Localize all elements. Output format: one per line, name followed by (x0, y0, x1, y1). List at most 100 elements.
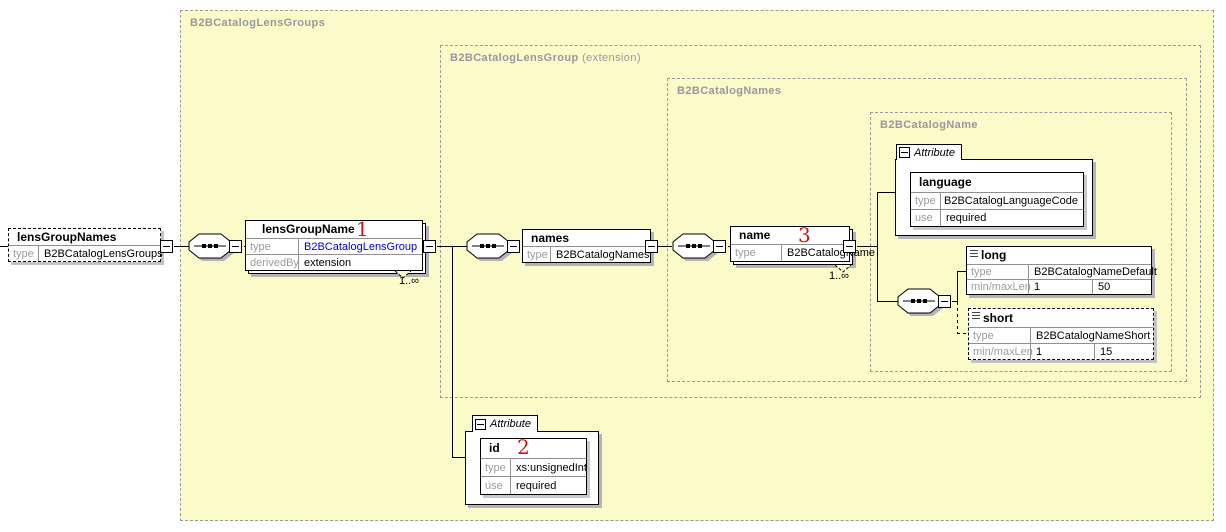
max-length-value: 50 (1098, 281, 1111, 293)
occurrence-chevron-icon (834, 260, 852, 278)
container-b2bcatalogname: B2BCatalogName (870, 112, 1172, 372)
connector-line (174, 246, 190, 247)
element-short[interactable]: short type B2BCatalogNameShort min/maxLe… (968, 308, 1154, 360)
connector-line (877, 301, 898, 302)
property-label: type (969, 328, 1031, 343)
property-row: type B2BCatalogLensGroup (246, 238, 422, 254)
property-row: type B2BCatalogName (731, 244, 875, 261)
property-label: type (967, 265, 1029, 279)
sequence-icon[interactable] (188, 233, 235, 268)
container-b2bcataloglensgroup: B2BCatalogLensGroup (extension) (440, 45, 1201, 398)
attribute-section-tab[interactable]: Attribute (472, 415, 538, 432)
property-label: use (911, 210, 941, 226)
element-name[interactable]: name type B2BCatalogName (730, 226, 875, 262)
connector-line (728, 246, 731, 247)
collapse-minus-icon[interactable] (475, 418, 486, 430)
connector-line (857, 246, 878, 247)
connector-line (952, 301, 958, 302)
connector-line (452, 457, 467, 458)
attribute-tab-label: Attribute (914, 146, 955, 159)
property-value: B2BCatalogLensGroups (44, 248, 163, 260)
property-label: min/maxLen (969, 344, 1033, 359)
element-title: lensGroupNames (17, 230, 117, 244)
occurrence-chevron-icon (394, 266, 412, 284)
annotation-number-1: 1 (356, 217, 369, 241)
connector-line (877, 192, 878, 302)
min-length-value: 1 (1031, 344, 1095, 359)
connector-line (0, 246, 8, 247)
connector-line-optional (957, 302, 958, 333)
property-value: B2BCatalogName (787, 247, 876, 259)
property-row: type B2BCatalogNames (523, 246, 650, 262)
property-label: type (481, 459, 511, 476)
property-row: type B2BCatalogLensGroups (9, 245, 163, 261)
collapse-minus-icon[interactable] (507, 240, 520, 253)
property-label: type (731, 245, 782, 261)
container-b2bcatalognames: B2BCatalogNames (667, 78, 1187, 382)
property-value: required (946, 212, 987, 224)
container-label: B2BCatalogName (880, 119, 978, 131)
attribute-section-tab[interactable]: Attribute (896, 144, 962, 160)
annotation-number-3: 3 (798, 223, 811, 247)
text-content-icon (972, 312, 980, 319)
text-content-icon (970, 250, 978, 257)
element-long[interactable]: long type B2BCatalogNameDefault min/maxL… (966, 246, 1157, 295)
sequence-icon[interactable] (897, 288, 944, 323)
connector-line (957, 271, 967, 272)
element-title: short (983, 311, 1013, 325)
property-label: type (9, 246, 39, 261)
property-row: type B2BCatalogLanguageCode (911, 192, 1083, 209)
container-label-qualifier: (extension) (582, 52, 641, 64)
collapse-minus-icon[interactable] (423, 240, 436, 253)
collapse-minus-icon[interactable] (899, 147, 910, 158)
property-row: type B2BCatalogNameDefault (967, 264, 1157, 279)
collapse-minus-icon[interactable] (160, 240, 173, 253)
property-row: type xs:unsignedInt (481, 458, 587, 476)
element-lensgroupname[interactable]: lensGroupName type B2BCatalogLensGroup d… (245, 220, 423, 271)
property-row: min/maxLen 1 50 (967, 279, 1151, 294)
annotation-number-2: 2 (517, 435, 530, 459)
connector-line (452, 247, 453, 457)
property-value: extension (304, 257, 352, 269)
connector-line (877, 192, 896, 193)
property-label: use (481, 477, 511, 494)
attribute-title: id (489, 441, 500, 455)
container-label-text: B2BCatalogLensGroup (450, 52, 579, 64)
sequence-icon[interactable] (672, 233, 719, 268)
collapse-minus-icon[interactable] (713, 240, 726, 253)
container-label: B2BCatalogLensGroups (190, 17, 326, 29)
min-length-value: 1 (1029, 280, 1093, 294)
element-title: lensGroupName (262, 222, 355, 236)
connector-line (957, 271, 958, 302)
property-row: use required (481, 476, 586, 494)
attribute-tab-label: Attribute (490, 418, 531, 430)
sequence-icon[interactable] (466, 233, 513, 268)
type-link[interactable]: B2BCatalogLensGroup (304, 241, 418, 253)
property-row: derivedBy extension (246, 254, 422, 270)
collapse-minus-icon[interactable] (938, 295, 951, 308)
collapse-minus-icon[interactable] (843, 240, 856, 253)
connector-line (437, 246, 468, 247)
property-row: min/maxLen 1 15 (969, 343, 1153, 359)
element-names[interactable]: names type B2BCatalogNames (522, 229, 651, 263)
property-label: type (523, 247, 551, 262)
attribute-id[interactable]: id type xs:unsignedInt use required (480, 438, 587, 495)
element-title: names (531, 231, 570, 245)
connector-line-optional (957, 333, 969, 334)
attribute-language[interactable]: language type B2BCatalogLanguageCode use… (910, 172, 1084, 227)
property-value: B2BCatalogNameShort (1036, 330, 1151, 342)
max-length-value: 15 (1100, 346, 1113, 358)
property-label: type (246, 239, 299, 254)
collapse-minus-icon[interactable] (645, 240, 658, 253)
container-label: B2BCatalogLensGroup (extension) (450, 52, 641, 64)
property-value: B2BCatalogNames (556, 249, 650, 261)
property-label: type (911, 193, 941, 209)
element-title: long (981, 248, 1007, 262)
collapse-minus-icon[interactable] (229, 240, 242, 253)
element-lensgroupnames[interactable]: lensGroupNames type B2BCatalogLensGroups (8, 228, 163, 262)
element-title: name (739, 228, 771, 242)
property-value: B2BCatalogNameDefault (1034, 266, 1157, 278)
occurrence-label: 1..∞ (828, 270, 850, 282)
attribute-title: language (919, 175, 972, 189)
